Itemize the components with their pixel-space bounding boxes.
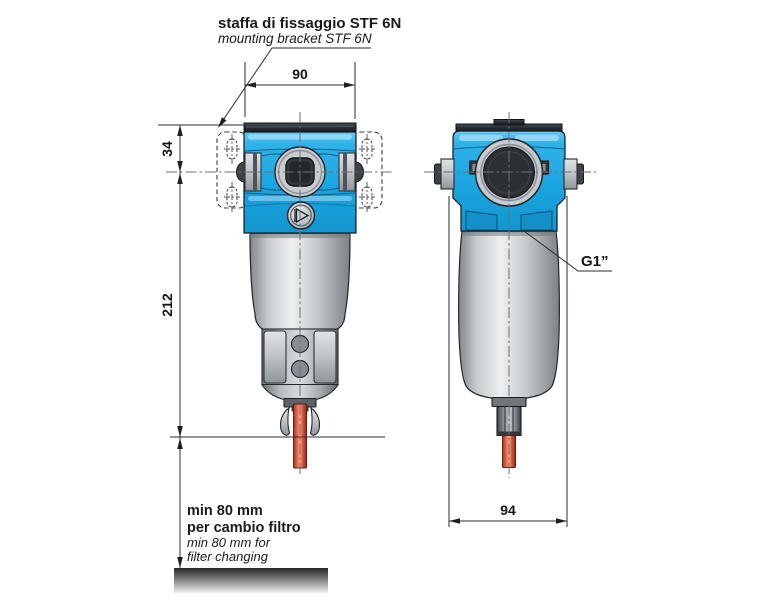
dimensions-layer: 90 34 212 xyxy=(158,62,568,568)
callout-leader xyxy=(218,47,371,127)
arrowhead xyxy=(344,82,355,88)
bracket-callout: staffa di fissaggio STF 6N mounting brac… xyxy=(218,15,401,128)
dim-90: 90 xyxy=(244,62,356,119)
arrowhead xyxy=(449,518,460,524)
note-line-en2: filter changing xyxy=(187,549,269,564)
bowl-lower-panel-right xyxy=(313,330,337,384)
dim-value-212: 212 xyxy=(159,293,175,317)
head-skirt-left xyxy=(465,210,498,231)
filter-head-front xyxy=(236,122,364,234)
port-leader xyxy=(523,230,612,272)
lug-right xyxy=(563,158,578,190)
dim-value-90: 90 xyxy=(292,66,308,82)
callout-title-it: staffa di fissaggio STF 6N xyxy=(218,15,401,32)
head-skirt-right xyxy=(520,210,553,231)
callout-title-en: mounting bracket STF 6N xyxy=(218,31,372,46)
callouts-layer: staffa di fissaggio STF 6N mounting brac… xyxy=(174,15,612,593)
dim-min80 xyxy=(177,437,183,568)
bowl-lower-panel-left xyxy=(263,330,287,384)
arrowhead xyxy=(177,161,183,172)
arrowhead xyxy=(556,518,567,524)
arrowhead xyxy=(177,438,183,449)
brand-logo-icon xyxy=(286,201,316,230)
head-highlight xyxy=(515,135,559,141)
head-contour-lines xyxy=(260,153,340,191)
arrowhead xyxy=(177,426,183,437)
dim-94: 94 xyxy=(448,196,568,527)
note-line-it1: min 80 mm xyxy=(187,503,263,519)
port-label: G1” xyxy=(581,253,609,270)
arrowhead xyxy=(218,117,227,128)
dim-value-34: 34 xyxy=(159,141,175,157)
drain-wing-right xyxy=(309,406,321,436)
clamp-screw-right-slot xyxy=(540,164,546,171)
arrowhead xyxy=(177,125,183,136)
front-view xyxy=(166,112,392,477)
clearance-note: min 80 mm per cambio filtro min 80 mm fo… xyxy=(187,503,301,564)
dim-value-94: 94 xyxy=(500,502,516,518)
dim-212: 212 xyxy=(159,172,385,438)
floor-surface xyxy=(174,568,328,593)
arrowhead xyxy=(245,82,256,88)
dim-34: 34 xyxy=(158,124,246,172)
lug-left xyxy=(440,158,455,190)
mounting-bracket-outline-left xyxy=(216,131,248,212)
arrowhead xyxy=(177,173,183,184)
note-line-en1: min 80 mm for xyxy=(187,535,271,550)
clamp-screw-left-slot xyxy=(472,164,478,171)
arrowhead xyxy=(177,557,183,568)
port-callout: G1” xyxy=(523,230,612,272)
note-line-it2: per cambio filtro xyxy=(187,520,301,536)
head-highlight xyxy=(459,135,503,141)
side-view xyxy=(424,112,596,478)
drain-wing-left xyxy=(279,406,291,436)
